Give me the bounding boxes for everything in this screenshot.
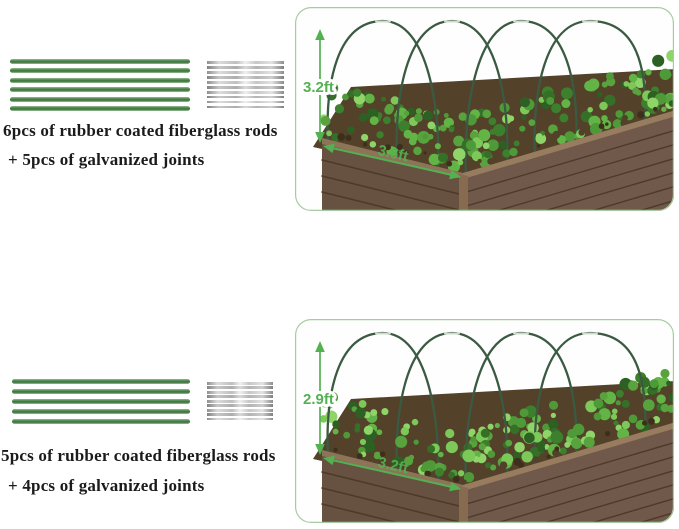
fiberglass-rod (10, 96, 190, 102)
height-measure-label-2: 2.9ft (303, 391, 334, 408)
length-measure-label-2: 3.2ft (376, 454, 410, 477)
galvanized-joints-stack-2 (207, 382, 273, 421)
galvanized-joint (207, 100, 284, 104)
galvanized-joint (207, 395, 273, 399)
galvanized-joint (207, 382, 273, 385)
fiberglass-rod (10, 59, 190, 64)
fiberglass-rod (12, 389, 190, 394)
rods-caption-1: 6pcs of rubber coated fiberglass rods (3, 121, 278, 140)
garden-bed-photo-1: 3.2ft 3.6ft (295, 7, 674, 211)
galvanized-joint (207, 70, 284, 74)
galvanized-joint (207, 90, 284, 94)
galvanized-joint (207, 413, 273, 416)
galvanized-joint (207, 404, 273, 408)
fiberglass-rod (12, 379, 190, 384)
fiberglass-rod (10, 68, 190, 74)
galvanized-joint (207, 105, 284, 109)
fiberglass-rod (10, 87, 190, 93)
height-measure-label-1: 3.2ft (303, 79, 334, 96)
galvanized-joint (207, 61, 284, 64)
galvanized-joint (207, 386, 273, 390)
galvanized-joint (207, 417, 273, 421)
length-measure-label-1: 3.6ft (376, 142, 410, 165)
fiberglass-rod (10, 77, 190, 83)
galvanized-joint (207, 65, 284, 69)
fiberglass-rod (12, 409, 190, 414)
joints-caption-2: + 4pcs of galvanized joints (8, 476, 205, 495)
bed-illustration-1 (295, 7, 674, 211)
galvanized-joint (207, 75, 284, 79)
galvanized-joint (207, 95, 284, 99)
bed-illustration-2 (295, 319, 674, 523)
galvanized-joint (207, 399, 273, 403)
galvanized-joint (207, 85, 284, 89)
garden-bed-photo-2: 2.9ft 3.2ft (295, 319, 674, 523)
fiberglass-rod (12, 419, 190, 424)
fiberglass-rods-bundle-1 (10, 59, 190, 111)
joints-caption-1: + 5pcs of galvanized joints (8, 150, 205, 169)
galvanized-joint (207, 408, 273, 412)
galvanized-joints-stack-1 (207, 61, 284, 109)
fiberglass-rod (12, 399, 190, 404)
rods-caption-2: 5pcs of rubber coated fiberglass rods (1, 446, 276, 465)
fiberglass-rod (10, 105, 190, 111)
fiberglass-rods-bundle-2 (12, 379, 190, 424)
galvanized-joint (207, 390, 273, 394)
galvanized-joint (207, 80, 284, 84)
